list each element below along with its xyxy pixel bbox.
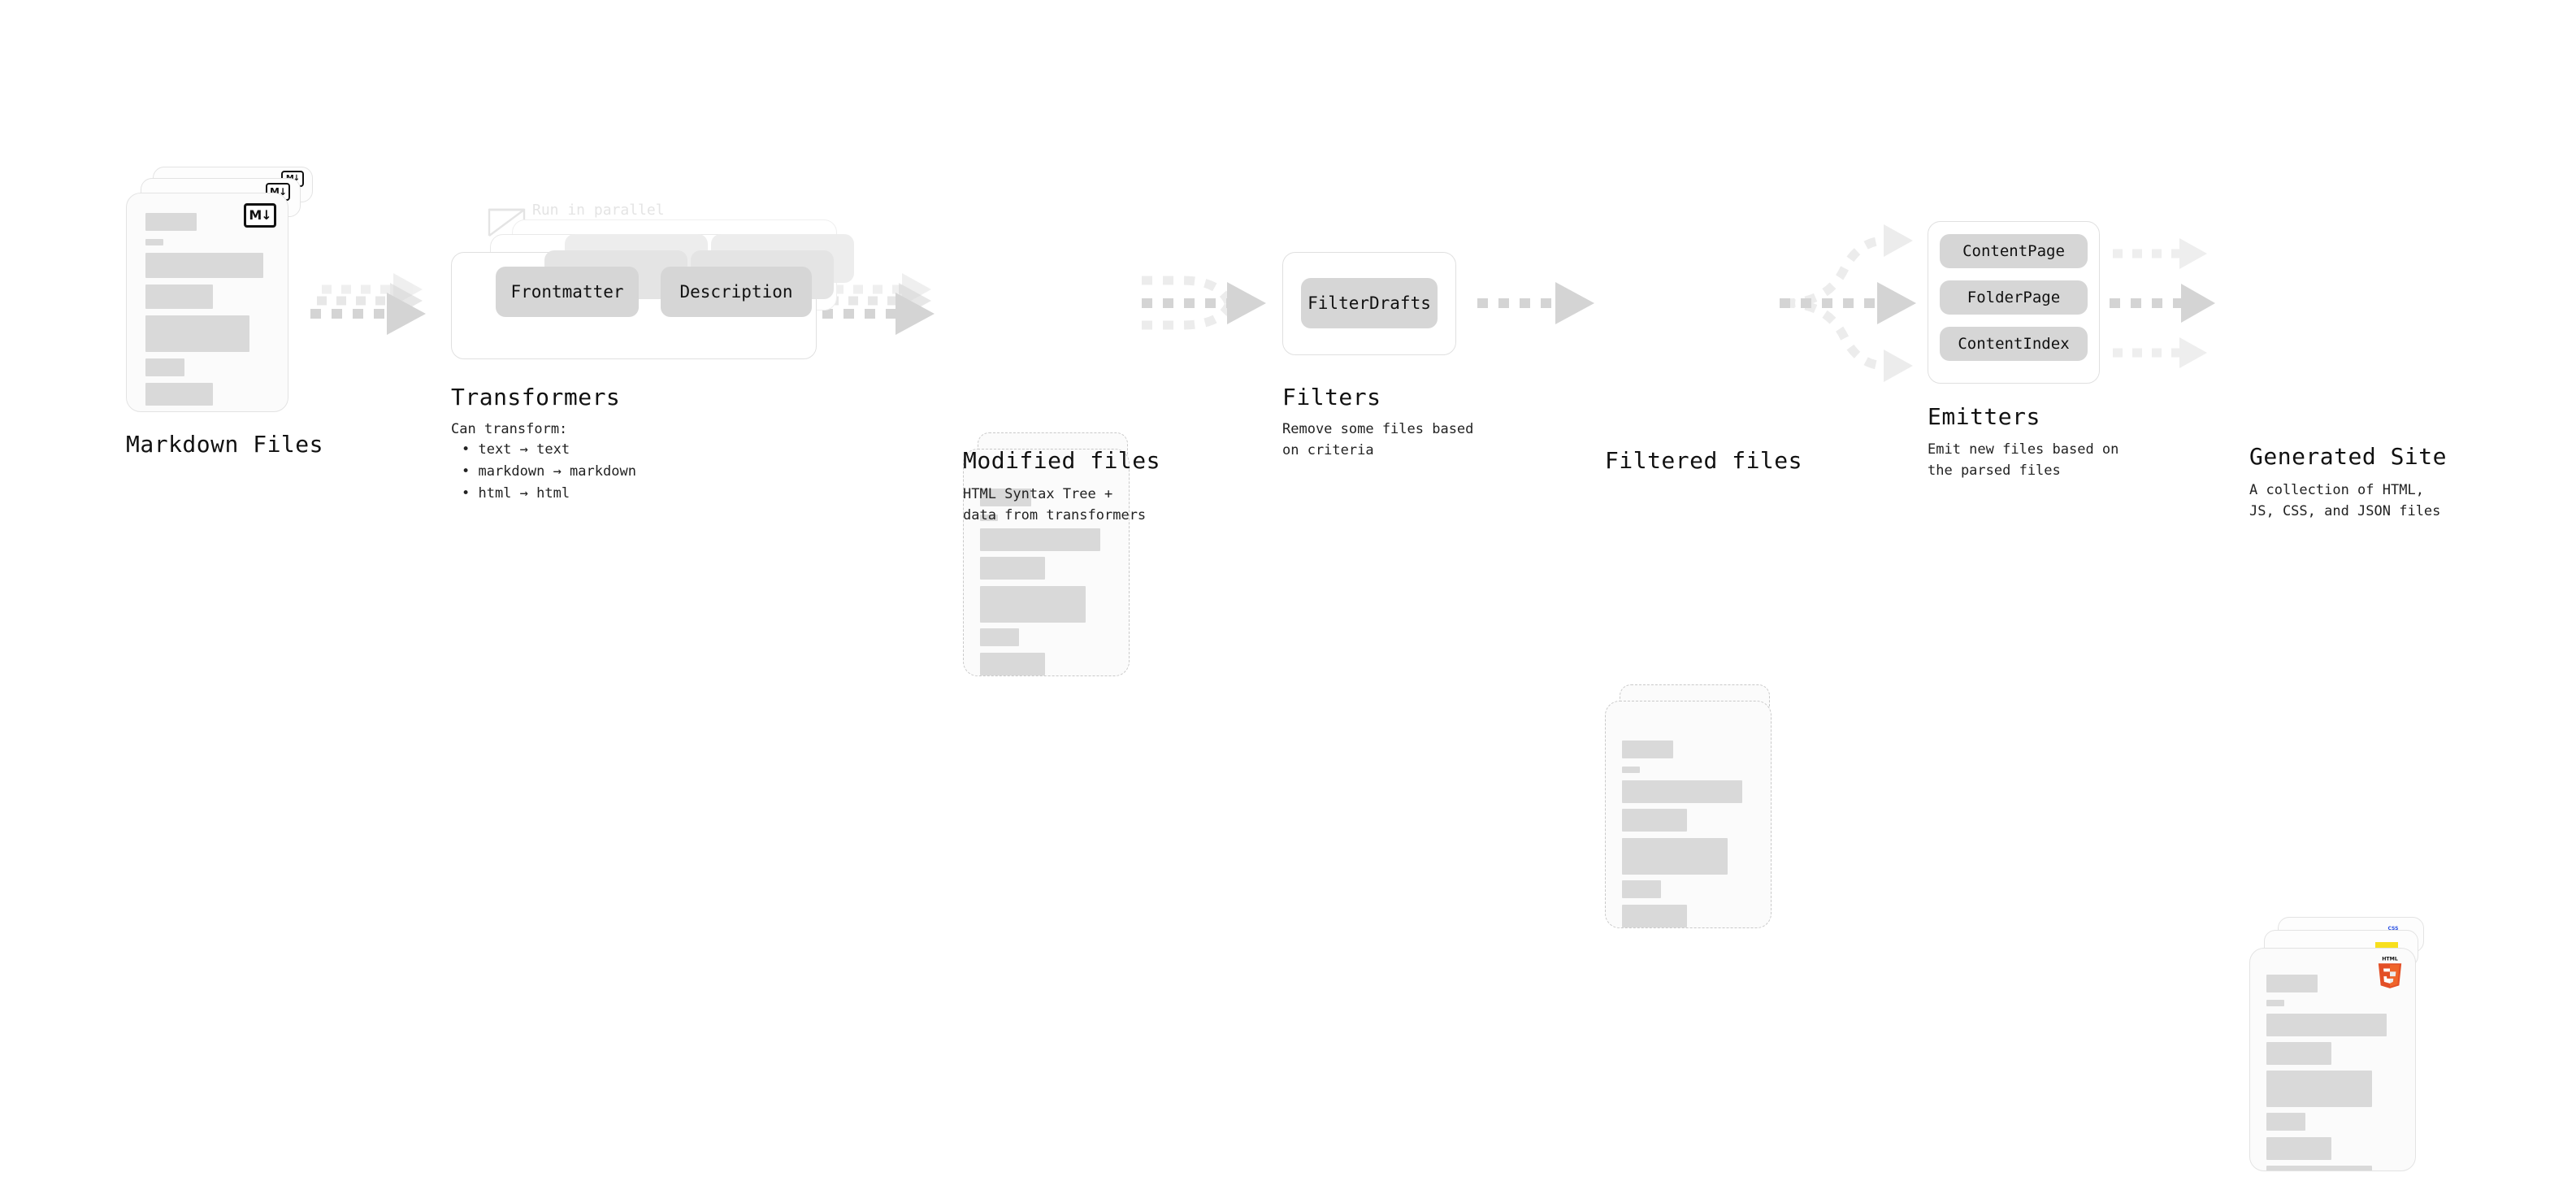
stage-desc-transformers-bullet-2: • html → html — [462, 485, 570, 502]
arrow-filters-to-filtered — [1477, 282, 1594, 324]
stage-title-generated-site: Generated Site — [2249, 443, 2448, 470]
stage-desc-transformers-bullet-0: • text → text — [462, 441, 570, 458]
markdown-card-body — [127, 193, 288, 411]
stage-desc-transformers-bullet-1: • markdown → markdown — [462, 463, 636, 480]
filtered-card-body — [1606, 701, 1771, 927]
placeholder-bar — [145, 315, 249, 352]
stage-desc-generated-site: A collection of HTML, JS, CSS, and JSON … — [2249, 482, 2441, 520]
stage-transformers: Frontmatter Description — [451, 219, 854, 366]
placeholder-bar — [145, 383, 213, 406]
stage-title-transformers: Transformers — [451, 384, 621, 410]
placeholder-bar — [2266, 1014, 2387, 1036]
stage-desc-emitters: Emit new files based on the parsed files — [1928, 441, 2119, 480]
stage-desc-transformers-header: Can transform: — [451, 421, 568, 437]
arrow-modified-to-filters — [1142, 276, 1266, 330]
placeholder-bar — [145, 239, 163, 245]
placeholder-bar — [980, 528, 1100, 551]
placeholder-bar — [145, 253, 263, 278]
arrow-markdown-to-transformers — [310, 273, 426, 335]
stage-title-markdown-files: Markdown Files — [126, 431, 324, 458]
stage-desc-filters: Remove some files based on criteria — [1282, 421, 1474, 459]
placeholder-bar — [145, 213, 197, 231]
html5-icon: HTML — [2378, 956, 2402, 988]
filtered-card-front[interactable] — [1605, 701, 1772, 928]
placeholder-bar — [2266, 1000, 2284, 1006]
placeholder-bar — [1622, 880, 1661, 898]
placeholder-bar — [2266, 1113, 2305, 1131]
stage-filtered-files — [1605, 684, 1792, 936]
placeholder-bar — [2266, 1137, 2331, 1160]
site-card-front[interactable]: HTML — [2249, 948, 2416, 1171]
placeholder-bar — [1622, 780, 1742, 803]
stage-title-modified-files: Modified files — [963, 447, 1161, 474]
pipeline-diagram: .dot{stroke-linecap:butt;} — [126, 167, 2448, 1171]
stage-title-filters: Filters — [1282, 384, 1381, 410]
placeholder-bar — [1622, 741, 1673, 758]
stage-markdown-files: M↓ M↓ M↓ — [126, 167, 313, 419]
modified-card-body — [964, 450, 1129, 675]
placeholder-bar — [145, 284, 213, 309]
placeholder-bar — [1622, 905, 1687, 927]
stage-title-filtered-files: Filtered files — [1605, 447, 1803, 474]
placeholder-bar — [1622, 767, 1640, 773]
emitter-chip-contentpage[interactable]: ContentPage — [1940, 234, 2088, 268]
emitter-chip-contentindex[interactable]: ContentIndex — [1940, 327, 2088, 361]
filter-chip-filterdrafts[interactable]: FilterDrafts — [1301, 278, 1438, 328]
stage-title-emitters: Emitters — [1928, 403, 2040, 430]
placeholder-bar — [145, 358, 184, 376]
modified-card-front[interactable] — [963, 449, 1130, 676]
placeholder-bar — [980, 628, 1019, 646]
svg-text:HTML: HTML — [2382, 956, 2398, 962]
placeholder-bar — [2266, 1071, 2372, 1107]
placeholder-bar — [980, 515, 998, 521]
placeholder-bar — [980, 653, 1045, 675]
arrow-filtered-to-emitters — [1780, 224, 1916, 382]
placeholder-bar — [2266, 975, 2318, 992]
stage-modified-files — [963, 432, 1150, 684]
transformer-chip-frontmatter[interactable]: Frontmatter — [496, 267, 639, 317]
placeholder-bar — [980, 557, 1045, 580]
stage-generated-site: CSS HTML — [2249, 917, 2436, 1177]
placeholder-bar — [2266, 1042, 2331, 1065]
run-in-parallel-annotation: Run in parallel — [532, 202, 665, 219]
placeholder-bar — [2266, 1166, 2372, 1170]
placeholder-bar — [980, 489, 1031, 506]
transformer-chip-description[interactable]: Description — [661, 267, 812, 317]
stage-filters: FilterDrafts — [1282, 252, 1461, 358]
placeholder-bar — [1622, 838, 1728, 875]
stage-desc-modified-files: HTML Syntax Tree + data from transformer… — [963, 486, 1147, 524]
markdown-icon: M↓ — [244, 203, 276, 228]
placeholder-bar — [980, 586, 1086, 623]
emitter-chip-folderpage[interactable]: FolderPage — [1940, 280, 2088, 315]
markdown-card-front[interactable]: M↓ — [126, 193, 288, 412]
arrow-emitters-to-site — [2110, 238, 2215, 368]
stage-emitters: ContentPage FolderPage ContentIndex — [1928, 221, 2114, 392]
placeholder-bar — [1622, 809, 1687, 832]
